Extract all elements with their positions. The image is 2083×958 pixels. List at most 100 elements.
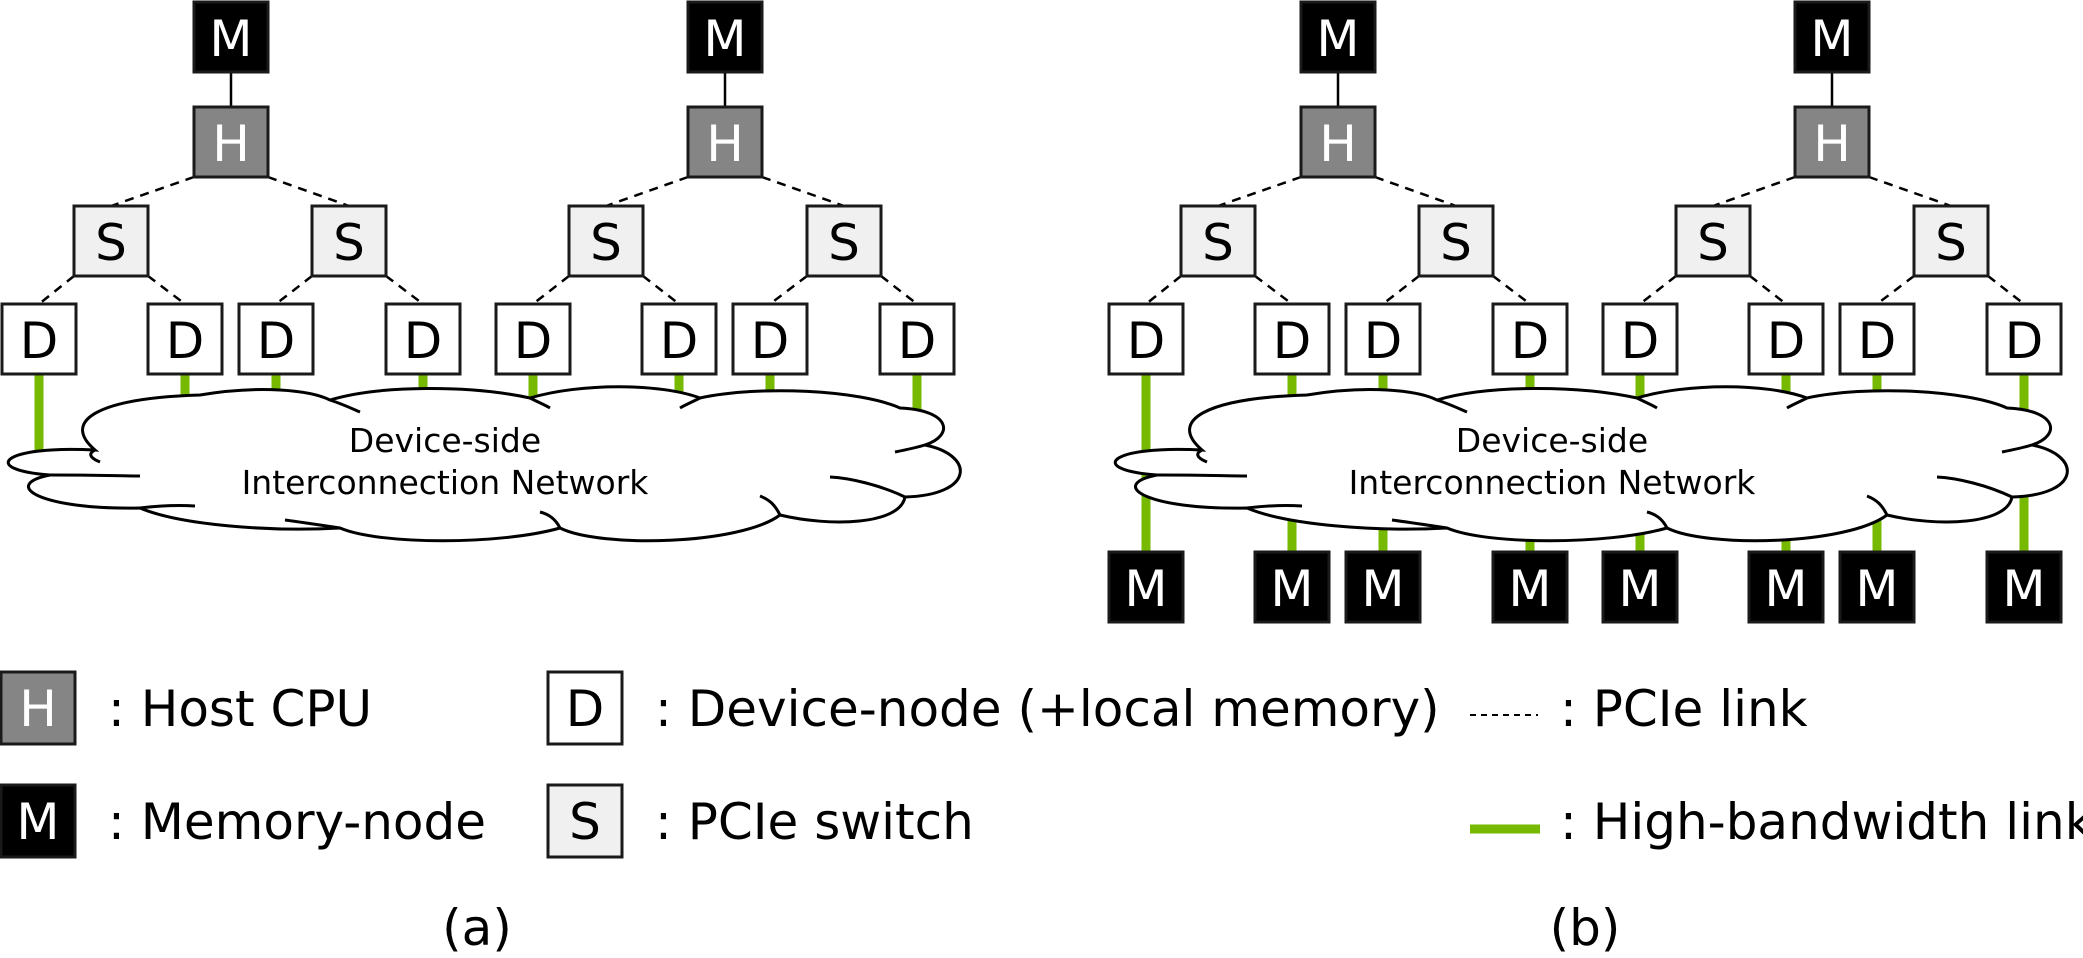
interconnection-network-cloud-b-puff-3: [1436, 398, 1468, 414]
interconnection-network-cloud-a-label-line-1: Device-side: [349, 421, 541, 460]
pcie-link: [761, 175, 845, 208]
pcie-switch-a-2-2-box: [805, 204, 883, 278]
device-node-a-2: D: [146, 302, 224, 376]
device-memory-b-1-box: [1107, 550, 1185, 624]
device-node-a-2-box: [146, 302, 224, 376]
device-node-b-1-label: D: [1127, 312, 1166, 370]
pcie-link: [1987, 275, 2025, 305]
device-memory-b-5-label: M: [1618, 560, 1661, 618]
device-memory-b-4-box: [1491, 550, 1569, 624]
device-node-a-8-box: [878, 302, 956, 376]
device-node-b-2-label: D: [1273, 312, 1312, 370]
pcie-link: [1639, 275, 1677, 305]
pcie-switch-a-2-1: S: [567, 204, 645, 278]
device-node-b-2: D: [1253, 302, 1331, 376]
legend-memory-label: : Memory-node: [108, 793, 486, 851]
device-node-b-8: D: [1985, 302, 2063, 376]
pcie-link: [1254, 275, 1293, 305]
device-node-a-5-label: D: [514, 312, 553, 370]
device-node-a-3-label: D: [257, 312, 296, 370]
device-memory-b-5: M: [1601, 550, 1679, 624]
pcie-link: [1374, 175, 1457, 208]
interconnection-network-cloud-b-puff-6: [2001, 443, 2033, 454]
host-memory-a-2: M: [686, 0, 764, 74]
interconnection-network-cloud-a-puff-5: [679, 396, 701, 410]
host-cpu-a-1-box: [192, 105, 270, 179]
pcie-switch-a-1-2-label: S: [333, 214, 365, 272]
pcie-link: [267, 175, 350, 208]
interconnection-network-cloud-b-puff-5: [1786, 396, 1808, 410]
device-memory-b-7-label: M: [1855, 560, 1898, 618]
svg-text:S: S: [569, 793, 601, 851]
device-node-a-7: D: [731, 302, 809, 376]
pcie-switch-a-1-2-box: [310, 204, 388, 278]
interconnection-network-cloud-b-puff-8: [1866, 494, 1889, 516]
device-memory-b-5-box: [1601, 550, 1679, 624]
device-node-a-3-box: [237, 302, 315, 376]
caption-a: (a): [442, 899, 512, 957]
device-node-a-1: D: [0, 302, 78, 376]
device-memory-b-3-label: M: [1361, 560, 1404, 618]
pcie-switch-a-2-2-label: S: [828, 214, 860, 272]
interconnection-network-cloud-b-puff-9: [1646, 510, 1669, 529]
legend-host-label: : Host CPU: [108, 680, 372, 738]
pcie-switch-b-1-1-label: S: [1202, 214, 1234, 272]
pcie-switch-b-2-1-box: [1674, 204, 1752, 278]
pcie-link: [1145, 275, 1182, 305]
device-memory-b-8-label: M: [2002, 560, 2045, 618]
host-memory-a-1: M: [192, 0, 270, 74]
host-memory-b-2-box: [1793, 0, 1871, 74]
pcie-link: [38, 275, 75, 305]
svg-text:H: H: [19, 680, 57, 738]
interconnection-network-cloud-a-puff-9: [539, 510, 562, 529]
legend-switch-swatch: S: [546, 783, 624, 859]
device-node-b-8-label: D: [2005, 312, 2044, 370]
pcie-switch-b-2-2-box: [1912, 204, 1990, 278]
legend-high-bandwidth-label: : High-bandwidth link: [1560, 793, 2083, 851]
pcie-switch-a-2-1-box: [567, 204, 645, 278]
pcie-link: [147, 275, 186, 305]
pcie-link: [1492, 275, 1531, 305]
svg-text:D: D: [566, 680, 605, 738]
device-node-b-1-box: [1107, 302, 1185, 376]
host-cpu-b-1: H: [1299, 105, 1377, 179]
device-memory-b-1: M: [1107, 550, 1185, 624]
pcie-switch-b-2-2: S: [1912, 204, 1990, 278]
pcie-link: [1876, 275, 1915, 305]
host-memory-b-2-label: M: [1810, 10, 1853, 68]
device-memory-b-2-label: M: [1270, 560, 1313, 618]
pcie-link: [1382, 275, 1420, 305]
host-memory-a-2-label: M: [703, 10, 746, 68]
interconnection-network-cloud-a-puff-6: [894, 443, 926, 454]
pcie-switch-b-1-1-box: [1179, 204, 1257, 278]
device-memory-b-8: M: [1985, 550, 2063, 624]
pcie-link: [1217, 175, 1302, 208]
pcie-link: [385, 275, 424, 305]
interconnection-network-cloud-b-label-line-1: Device-side: [1456, 421, 1648, 460]
legend-memory-swatch: M: [0, 783, 77, 859]
device-node-b-2-box: [1253, 302, 1331, 376]
interconnection-network-cloud-a-puff-2: [139, 503, 196, 510]
pcie-switch-b-1-1: S: [1179, 204, 1257, 278]
host-memory-a-1-label: M: [209, 10, 252, 68]
device-node-b-4-label: D: [1511, 312, 1550, 370]
device-memory-b-4-label: M: [1508, 560, 1551, 618]
interconnection-network-cloud-b-puff-1: [1156, 473, 1248, 478]
device-node-b-3: D: [1344, 302, 1422, 376]
pcie-link: [110, 175, 195, 208]
pcie-switch-b-2-1: S: [1674, 204, 1752, 278]
pcie-link: [532, 275, 570, 305]
host-cpu-b-2-label: H: [1813, 115, 1851, 173]
interconnection-network-cloud-a-puff-4: [529, 396, 551, 410]
links-b: [1145, 72, 2025, 305]
pcie-switch-a-2-2: S: [805, 204, 883, 278]
legend: H : Host CPU M : Memory-node D : Device-…: [0, 670, 2083, 859]
host-cpu-a-1: H: [192, 105, 270, 179]
links-a: [38, 72, 918, 305]
